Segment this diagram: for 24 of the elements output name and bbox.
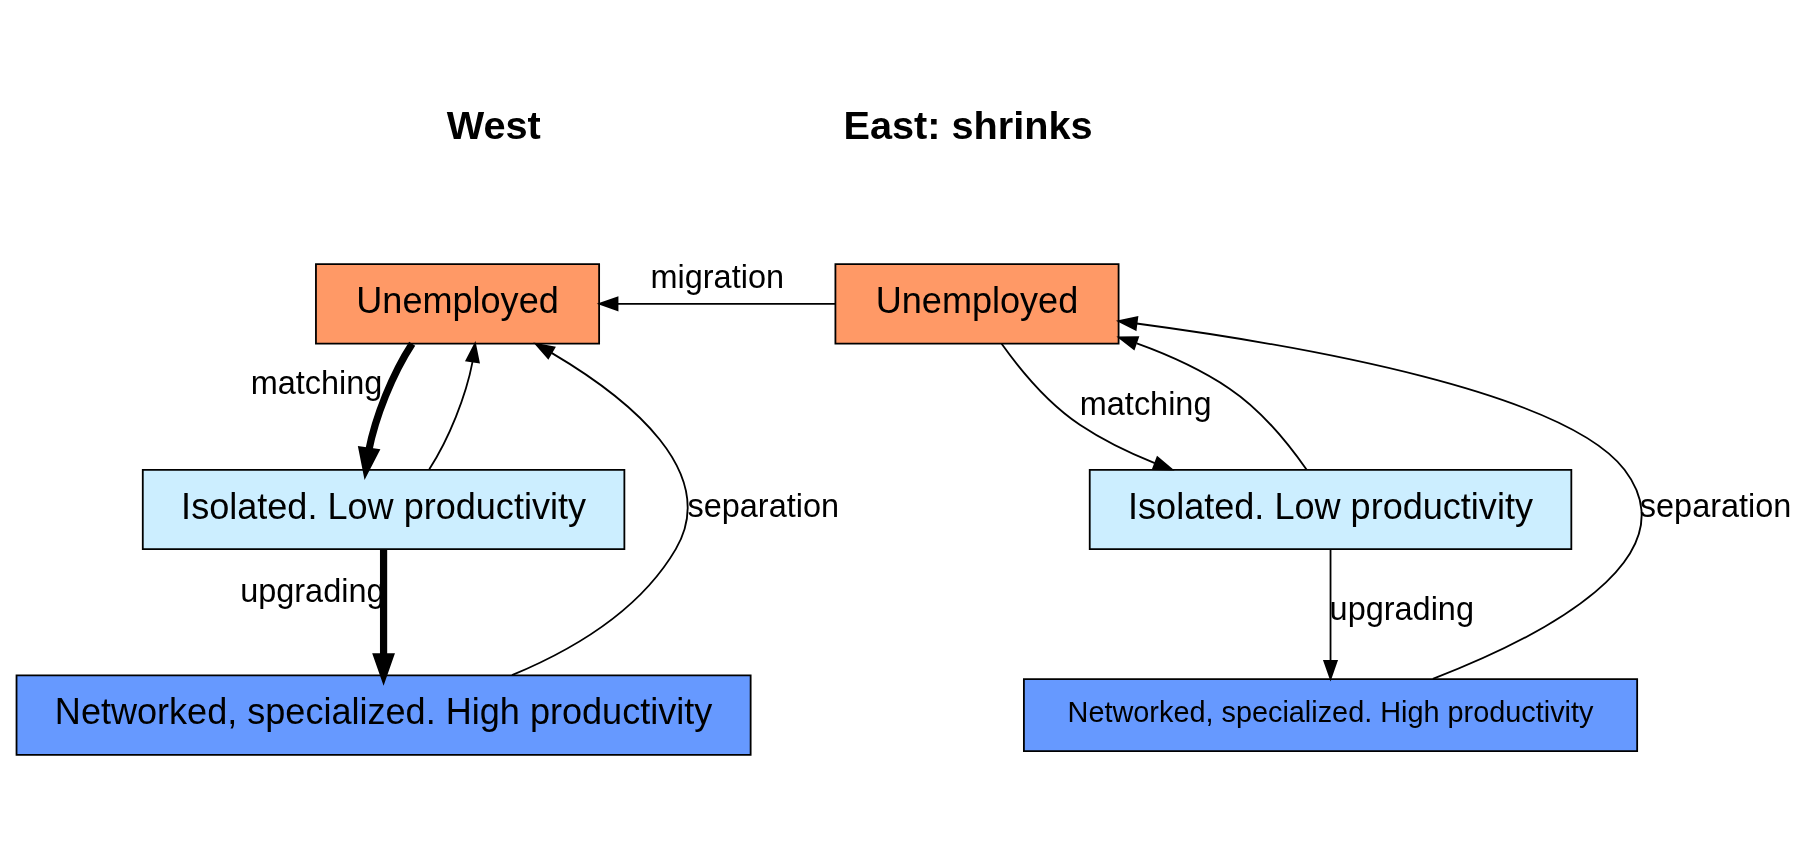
arrow <box>428 340 480 471</box>
node-box: Isolated. Low productivity <box>141 468 626 551</box>
edge-label: separation <box>1639 488 1792 525</box>
edge-label: upgrading <box>240 572 385 609</box>
label: West <box>446 103 541 147</box>
node-box: Networked, specialized. High productivity <box>15 674 752 756</box>
label: East: shrinks <box>843 103 1093 147</box>
node-box: Unemployed <box>834 263 1120 345</box>
node-box: Isolated. Low productivity <box>1088 468 1573 551</box>
arrow <box>1116 336 1308 471</box>
edge-label: upgrading <box>1329 591 1474 628</box>
arrow <box>511 342 689 677</box>
node-box: Networked, specialized. High productivity <box>1023 678 1639 753</box>
arrow <box>1000 342 1175 471</box>
arrow <box>357 341 416 480</box>
arrow <box>1115 316 1643 680</box>
edge-label: matching <box>1079 385 1212 422</box>
arrow <box>1322 548 1339 682</box>
edge-label: matching <box>250 364 383 401</box>
edge-label: separation <box>687 488 840 525</box>
arrow <box>596 296 837 312</box>
edge-label: migration <box>650 259 785 296</box>
arrow <box>372 549 395 686</box>
node-box: Unemployed <box>315 263 600 345</box>
